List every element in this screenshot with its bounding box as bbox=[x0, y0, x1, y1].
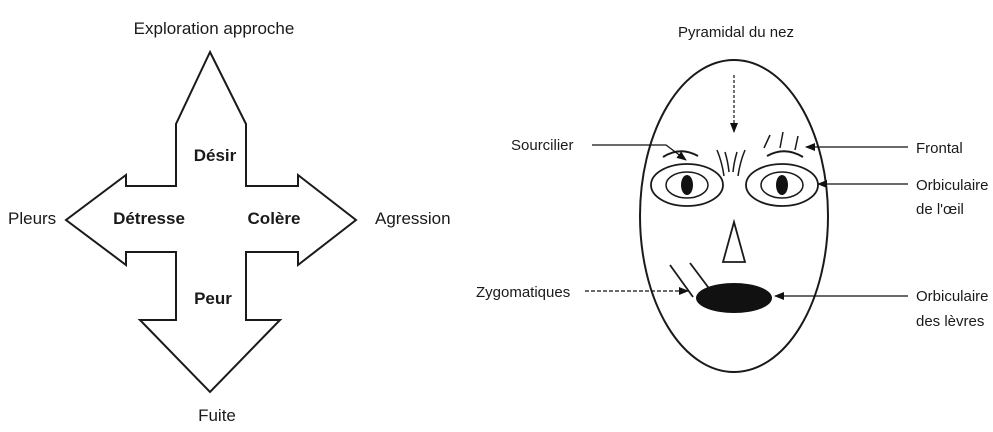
label-exploration-approche: Exploration approche bbox=[134, 19, 295, 38]
label-orbiculaire-levres-1: Orbiculaire bbox=[916, 288, 989, 305]
cross-arrow-shape bbox=[66, 52, 356, 392]
label-orbiculaire-oeil-2: de l'œil bbox=[916, 201, 964, 218]
label-frontal: Frontal bbox=[916, 140, 963, 157]
label-peur: Peur bbox=[194, 289, 232, 308]
label-fuite: Fuite bbox=[198, 406, 236, 425]
label-pleurs: Pleurs bbox=[8, 209, 56, 228]
label-agression: Agression bbox=[375, 209, 451, 228]
label-sourcilier: Sourcilier bbox=[511, 137, 574, 154]
right-pupil bbox=[776, 175, 788, 195]
face-diagram: Pyramidal du nez Sourcilier Frontal Orbi… bbox=[476, 24, 989, 372]
left-pupil bbox=[681, 175, 693, 195]
mouth bbox=[696, 283, 772, 313]
label-orbiculaire-oeil-1: Orbiculaire bbox=[916, 177, 989, 194]
label-orbiculaire-levres-2: des lèvres bbox=[916, 313, 984, 330]
label-zygomatiques: Zygomatiques bbox=[476, 284, 570, 301]
label-desir: Désir bbox=[194, 146, 237, 165]
label-colere: Colère bbox=[248, 209, 301, 228]
emotion-cross: Exploration approche Pleurs Agression Fu… bbox=[8, 19, 451, 425]
label-detresse: Détresse bbox=[113, 209, 185, 228]
label-pyramidal-du-nez: Pyramidal du nez bbox=[678, 24, 794, 41]
